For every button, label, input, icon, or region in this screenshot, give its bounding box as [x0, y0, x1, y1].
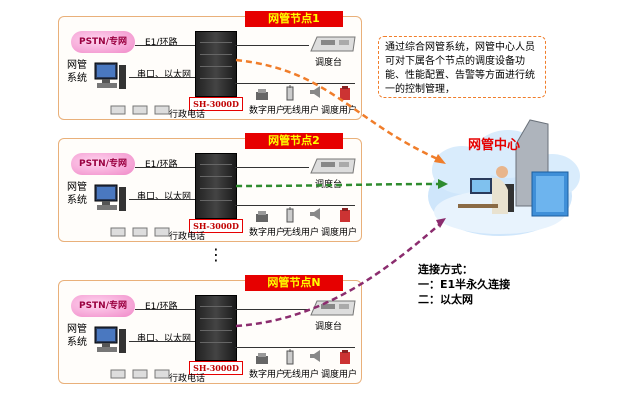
- admin-phones-icon: [110, 227, 170, 237]
- serial-line: [129, 77, 195, 78]
- dispatch-console-icon: [310, 36, 356, 52]
- dispatch-console-icon: [310, 300, 356, 316]
- mgmt-system-label: 网管 系统: [67, 324, 87, 348]
- dispatch-phone-icon: [340, 208, 350, 222]
- sh-3000d-rack: [195, 31, 237, 97]
- device-label: SH-3000D: [189, 219, 243, 233]
- computer-icon: [94, 62, 126, 89]
- node-1: 网管节点1 PSTN/专网 E1/环路 网管 系统 串口、以太网 SH-3000…: [58, 11, 362, 120]
- node-n: 网管节点N PSTN/专网 E1/环路 网管 系统 串口、以太网 SH-3000…: [58, 275, 362, 384]
- node-n-title: 网管节点N: [245, 275, 343, 291]
- pstn-cloud: PSTN/专网: [71, 31, 135, 53]
- e1-line: [135, 45, 195, 46]
- wireless-phone-icon: [286, 207, 294, 223]
- e1-label: E1/环路: [145, 160, 178, 170]
- serial-ethernet-label: 串口、以太网: [137, 70, 192, 80]
- wireless-user-label: 无线用户: [283, 370, 320, 380]
- node-1-title: 网管节点1: [245, 11, 343, 27]
- dispatch-console-label: 调度台: [315, 180, 343, 190]
- e1-label: E1/环路: [145, 302, 178, 312]
- pstn-cloud: PSTN/专网: [71, 295, 135, 317]
- serial-line: [129, 341, 195, 342]
- connection-option-1: 一：E1半永久连接: [418, 278, 511, 291]
- building-icon: [515, 119, 569, 217]
- digital-phone-icon: [256, 211, 268, 222]
- dispatch-line: [235, 309, 309, 310]
- sh-3000d-rack: [195, 295, 237, 361]
- info-box: 通过综合网管系统，网管中心人员可对下属各个节点的调度设备功能、性能配置、告警等方…: [378, 36, 546, 98]
- admin-phones-icon: [110, 369, 170, 379]
- arrow-node-n: [436, 218, 446, 228]
- user-bus-line: [235, 83, 355, 84]
- computer-icon: [94, 326, 126, 353]
- connection-title: 连接方式：: [418, 263, 473, 276]
- mgmt-system-label: 网管 系统: [67, 60, 87, 84]
- connection-methods: 连接方式： 一：E1半永久连接 二：以太网: [418, 262, 510, 307]
- pstn-cloud: PSTN/专网: [71, 153, 135, 175]
- wireless-phone-icon: [286, 85, 294, 101]
- mgmt-system-label: 网管 系统: [67, 182, 87, 206]
- node-2-title: 网管节点2: [245, 133, 343, 149]
- dispatch-line: [235, 167, 309, 168]
- connection-option-2: 二：以太网: [418, 293, 473, 306]
- e1-label: E1/环路: [145, 38, 178, 48]
- admin-phone-label: 行政电话: [169, 374, 206, 384]
- arrow-node-2: [438, 179, 448, 189]
- dispatch-user-label: 调度用户: [321, 106, 358, 116]
- computer-icon: [94, 184, 126, 211]
- user-bus-line: [235, 347, 355, 348]
- digital-user-label: 数字用户: [249, 106, 286, 116]
- operator-icon: [458, 166, 514, 214]
- speaker-icon: [310, 208, 320, 220]
- dispatch-console-label: 调度台: [315, 322, 343, 332]
- device-label: SH-3000D: [189, 361, 243, 375]
- digital-user-label: 数字用户: [249, 228, 286, 238]
- digital-user-label: 数字用户: [249, 370, 286, 380]
- center-title: 网管中心: [468, 138, 521, 153]
- admin-phone-label: 行政电话: [169, 232, 206, 242]
- admin-phone-label: 行政电话: [169, 110, 206, 120]
- digital-phone-icon: [256, 89, 268, 100]
- admin-phones-icon: [110, 105, 170, 115]
- wireless-phone-icon: [286, 349, 294, 365]
- speaker-icon: [310, 86, 320, 98]
- dispatch-user-label: 调度用户: [321, 228, 358, 238]
- dispatch-console-icon: [310, 158, 356, 174]
- speaker-icon: [310, 350, 320, 362]
- wireless-user-label: 无线用户: [283, 106, 320, 116]
- serial-line: [129, 199, 195, 200]
- serial-ethernet-label: 串口、以太网: [137, 192, 192, 202]
- dispatch-line: [235, 45, 309, 46]
- sh-3000d-rack: [195, 153, 237, 219]
- user-bus-line: [235, 205, 355, 206]
- dispatch-phone-icon: [340, 350, 350, 364]
- wireless-user-label: 无线用户: [283, 228, 320, 238]
- dispatch-phone-icon: [340, 86, 350, 100]
- serial-ethernet-label: 串口、以太网: [137, 334, 192, 344]
- dispatch-console-label: 调度台: [315, 58, 343, 68]
- dispatch-user-label: 调度用户: [321, 370, 358, 380]
- e1-line: [135, 167, 195, 168]
- arrow-node-1: [434, 154, 446, 164]
- node-2: 网管节点2 PSTN/专网 E1/环路 网管 系统 串口、以太网 SH-3000…: [58, 133, 362, 242]
- digital-phone-icon: [256, 353, 268, 364]
- ellipsis-dots: ⋮: [208, 245, 224, 264]
- e1-line: [135, 309, 195, 310]
